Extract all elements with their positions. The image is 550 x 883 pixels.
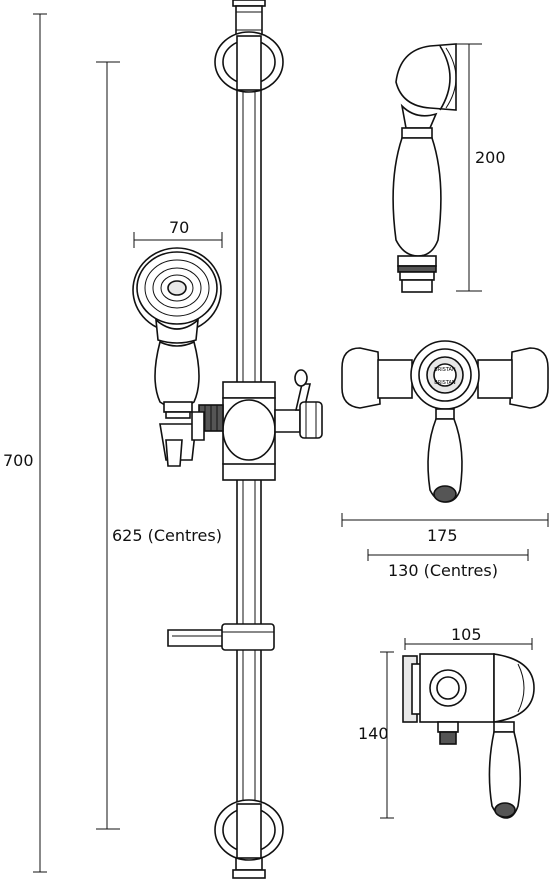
- valve-centres-dimension: [367, 549, 529, 561]
- rail-centres-dimension: [96, 61, 120, 830]
- handset-on-holder: [132, 247, 222, 467]
- handset-length-label: 200: [475, 148, 506, 167]
- valve-centres-label: 130 (Centres): [388, 561, 498, 580]
- handset-length-dimension: [456, 43, 482, 292]
- dial-marking-top: BRISTAN: [434, 367, 456, 373]
- overall-height-label: 700: [3, 451, 34, 470]
- valve-width-label: 175: [427, 526, 458, 545]
- valve-front-view: BRISTAN BRISTAN: [341, 340, 549, 503]
- bottom-wall-bracket: [214, 799, 284, 861]
- valve-side-view: [402, 653, 535, 819]
- rail-centres-label: 625 (Centres): [112, 526, 222, 545]
- handset-side-view: [392, 43, 457, 293]
- soap-dish-bracket: [167, 623, 275, 651]
- valve-depth-dimension: [404, 638, 533, 650]
- dial-marking-bottom: BRISTAN: [434, 380, 456, 386]
- top-wall-bracket: [214, 31, 284, 93]
- valve-height-label: 140: [358, 724, 389, 743]
- valve-width-dimension: [341, 513, 549, 527]
- riser-holder: [198, 369, 323, 481]
- handset-head-width-label: 70: [169, 218, 189, 237]
- overall-height-dimension: [33, 13, 47, 873]
- valve-depth-label: 105: [451, 625, 482, 644]
- handset-head-width-dimension: [133, 232, 223, 248]
- valve-height-dimension: [380, 651, 394, 819]
